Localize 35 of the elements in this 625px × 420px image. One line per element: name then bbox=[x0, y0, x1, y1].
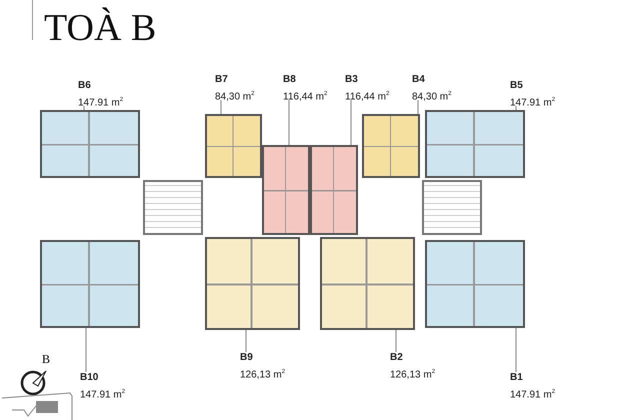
unit-name: B7 bbox=[215, 74, 228, 86]
unit-name: B1 bbox=[510, 372, 523, 384]
unit-area: 126,13 m$^{2}$ bbox=[240, 366, 286, 382]
compass-label: B bbox=[42, 352, 50, 366]
unit-area: 126,13 m$^{2}$ bbox=[390, 366, 436, 382]
unit-name: B2 bbox=[390, 352, 403, 364]
apartment-plan-drawing bbox=[425, 110, 525, 178]
apartment-plan-drawing bbox=[205, 114, 262, 178]
apartment-plan-drawing bbox=[205, 237, 300, 330]
unit-name: B9 bbox=[240, 352, 253, 364]
apartment-plan-drawing bbox=[310, 145, 358, 235]
unit-area: 84,30 m$^{2}$ bbox=[215, 88, 254, 104]
unit-name: B4 bbox=[412, 74, 425, 86]
unit-area: 116,44 m$^{2}$ bbox=[345, 88, 390, 104]
leader-line bbox=[288, 100, 290, 146]
title: TOÀ B bbox=[44, 6, 156, 50]
unit-area: 147.91 m$^{2}$ bbox=[510, 94, 556, 110]
leader-line bbox=[220, 100, 222, 114]
apartment-plan-drawing bbox=[320, 237, 415, 330]
apartment-plan-drawing bbox=[425, 240, 525, 328]
apartment-plan-drawing bbox=[40, 240, 140, 328]
apartment-plan-drawing bbox=[262, 145, 310, 235]
apartment-plan-drawing bbox=[362, 114, 420, 178]
leader-line bbox=[350, 100, 352, 146]
apartment-plan-drawing bbox=[40, 110, 140, 178]
unit-area: 147.91 m$^{2}$ bbox=[78, 94, 124, 110]
unit-area: 147.91 m$^{2}$ bbox=[510, 386, 556, 402]
unit-name: B6 bbox=[78, 80, 91, 92]
unit-name: B10 bbox=[80, 372, 98, 384]
unit-name: B8 bbox=[283, 74, 296, 86]
unit-area: 147.91 m$^{2}$ bbox=[80, 386, 126, 402]
unit-name: B3 bbox=[345, 74, 358, 86]
unit-name: B5 bbox=[510, 80, 523, 92]
unit-area: 116,44 m$^{2}$ bbox=[283, 88, 328, 104]
unit-area: 84,30 m$^{2}$ bbox=[412, 88, 452, 104]
